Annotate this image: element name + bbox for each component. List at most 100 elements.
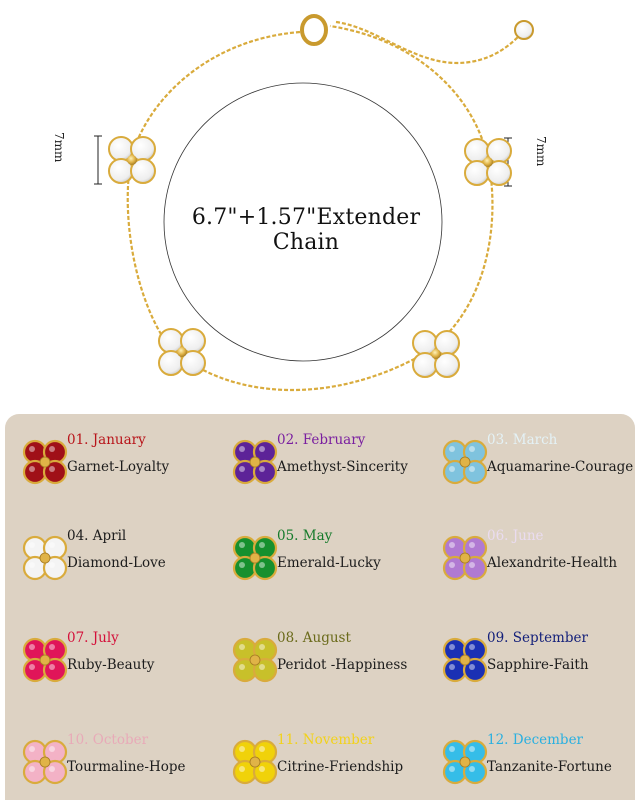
stone-highlight [449,766,455,772]
chain-length-label: 6.7"+1.57"Extender Chain [191,205,421,255]
birthstone-meaning: Tourmaline-Hope [67,759,186,775]
birthstone-meaning: Sapphire-Faith [487,657,589,673]
gold-center-bead [459,552,471,564]
gold-center-bead [459,654,471,666]
stone-highlight [49,446,55,452]
clover-charm-2 [464,138,512,186]
lobster-clasp [300,14,328,46]
clover-charm-3 [158,328,206,376]
clover-stone-icon [232,637,278,683]
clover-stone-icon [442,439,488,485]
stone-highlight [49,542,55,548]
clover-stone-icon [22,637,68,683]
gold-center-bead [39,756,51,768]
stone-highlight [29,746,35,752]
birthstone-month: 12. December [487,732,584,748]
birthstone-month: 06. June [487,528,544,544]
stone-highlight [239,562,245,568]
birthstone-meaning: Diamond-Love [67,555,166,571]
stone-highlight [29,766,35,772]
stone-highlight [259,746,265,752]
birthstone-month: 07. July [67,630,119,646]
stone-petal [42,459,68,485]
stone-petal [252,459,278,485]
stone-highlight [259,664,265,670]
stone-highlight [49,644,55,650]
stone-highlight [469,466,475,472]
birthstone-month: 05. May [277,528,333,544]
stone-petal [42,555,68,581]
stone-highlight [259,446,265,452]
stone-highlight [449,664,455,670]
stone-highlight [239,542,245,548]
birthstone-month: 11. November [277,732,375,748]
extender-crystal [514,20,534,40]
stone-highlight [239,644,245,650]
stone-highlight [469,446,475,452]
clover-stone-icon [22,535,68,581]
charm-size-right: 7mm [534,136,548,167]
stone-petal [462,555,488,581]
clover-stone-icon [232,739,278,785]
stone-highlight [469,766,475,772]
stone-highlight [469,664,475,670]
stone-petal [252,759,278,785]
stone-petal [252,555,278,581]
birthstone-month: 08. August [277,630,351,646]
gold-center-bead [249,552,261,564]
display-circle [163,82,443,362]
stone-highlight [49,664,55,670]
stone-petal [462,657,488,683]
stone-highlight [259,644,265,650]
clover-charm-4 [412,330,460,378]
stone-highlight [49,466,55,472]
stone-highlight [449,644,455,650]
birthstone-month: 02. February [277,432,366,448]
bracelet-hero: 7mm 7mm 6.7"+1.57"Extender Chain [52,14,548,392]
birthstone-month: 09. September [487,630,588,646]
clover-stone-icon [232,535,278,581]
birthstone-meaning: Tanzanite-Fortune [487,759,612,775]
clover-stone-icon [442,739,488,785]
stone-highlight [49,746,55,752]
stone-petal [42,759,68,785]
birthstone-month: 03. March [487,432,558,448]
stone-highlight [29,446,35,452]
stone-highlight [469,746,475,752]
gold-center-bead [249,756,261,768]
gold-center-bead [459,756,471,768]
birthstone-meaning: Ruby-Beauty [67,657,155,673]
gold-center-bead [459,456,471,468]
clover-stone-icon [442,535,488,581]
gold-center-bead [249,654,261,666]
stone-highlight [469,562,475,568]
stone-petal [462,759,488,785]
stone-highlight [239,664,245,670]
clover-stone-icon [232,439,278,485]
gold-center-bead [39,552,51,564]
gold-center-bead [39,654,51,666]
stone-highlight [469,644,475,650]
stone-petal [42,657,68,683]
stone-highlight [259,542,265,548]
birthstone-month: 04. April [67,528,127,544]
stone-petal [462,459,488,485]
charm-size-left: 7mm [52,132,66,163]
stone-highlight [29,466,35,472]
birthstone-meaning: Amethyst-Sincerity [277,459,408,475]
clover-charm-1 [108,136,156,184]
birthstone-meaning: Emerald-Lucky [277,555,381,571]
clover-stone-icon [22,739,68,785]
birthstone-meaning: Citrine-Friendship [277,759,404,775]
